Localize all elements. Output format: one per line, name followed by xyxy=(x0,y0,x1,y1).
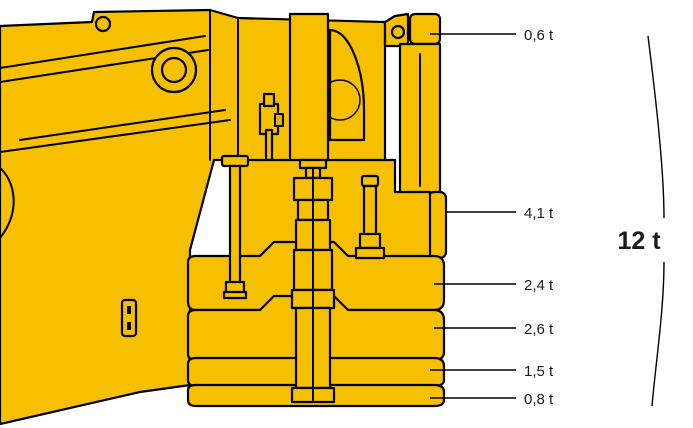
total-bracket: 12 t xyxy=(617,35,665,407)
machine-frame xyxy=(0,8,387,426)
frame-slot xyxy=(120,298,138,338)
label-1-5t: 1,5 t xyxy=(524,363,554,380)
total-weight-label: 12 t xyxy=(617,227,661,255)
counterweight-0-6t-bracket xyxy=(383,12,442,196)
weight-labels: 0,6 t 4,1 t 2,4 t 2,6 t 1,5 t 0,8 t xyxy=(524,27,554,408)
label-0-6t: 0,6 t xyxy=(524,27,554,44)
label-4-1t: 4,1 t xyxy=(524,205,554,222)
label-0-8t: 0,8 t xyxy=(524,391,554,408)
label-2-4t: 2,4 t xyxy=(524,277,554,294)
tie-rods xyxy=(220,154,386,404)
label-2-6t: 2,6 t xyxy=(524,321,554,338)
leader-lines xyxy=(430,33,516,399)
